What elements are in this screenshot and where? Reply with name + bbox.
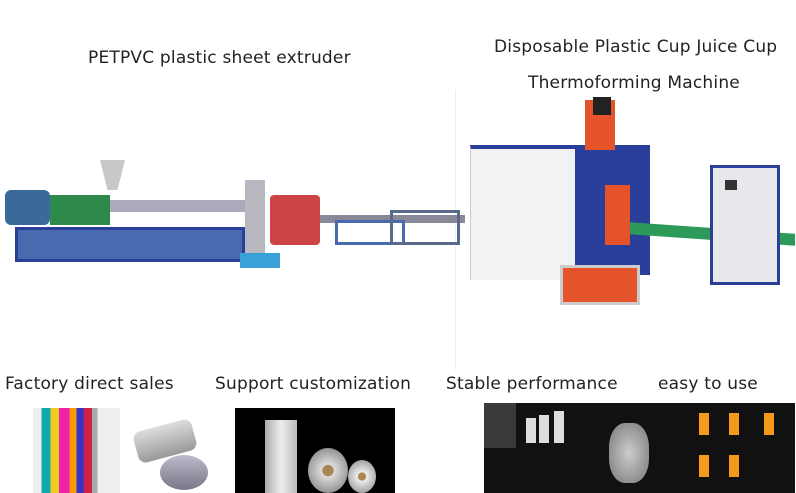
clear-rolls-image [131,417,210,490]
feature-label-0: Factory direct sales [5,374,174,394]
thermoformer-image [465,97,795,305]
cups-image [484,403,795,493]
extruder-image [5,155,465,273]
color-rolls-image [33,408,120,493]
feature-label-1: Support customization [215,374,412,394]
feature-label-3: easy to use [658,374,758,394]
thermoformer-title-line1: Disposable Plastic Cup Juice Cup [494,37,778,57]
divider [455,90,456,370]
thermoformer-title-line2: Thermoforming Machine [528,73,740,93]
transparent-film-image [235,408,395,493]
extruder-title: PETPVC plastic sheet extruder [88,48,351,68]
feature-label-2: Stable performance [446,374,618,394]
